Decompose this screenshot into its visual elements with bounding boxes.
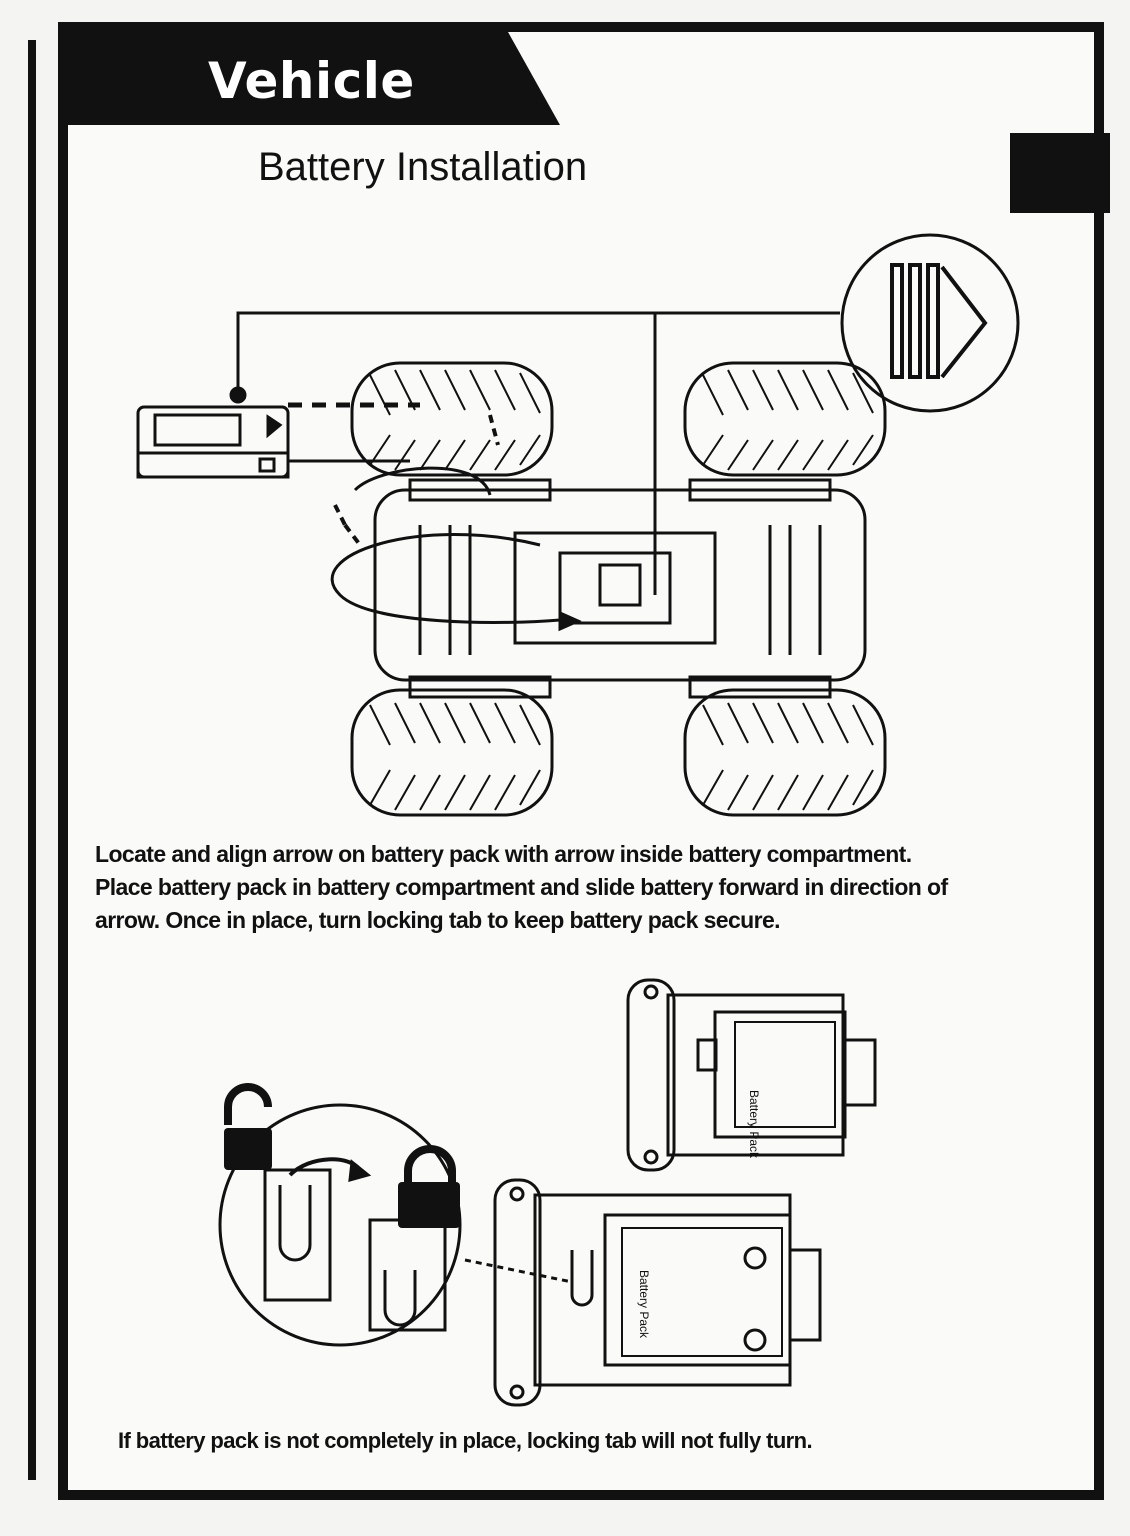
warning-note: If battery pack is not completely in pla… (118, 1428, 813, 1453)
installation-instructions: Locate and align arrow on battery pack w… (95, 838, 995, 937)
battery-pack-label-upper: Battery Pack (747, 1090, 761, 1159)
section-title: Vehicle (208, 52, 415, 110)
instruction-line-3: arrow. Once in place, turn locking tab t… (95, 907, 781, 933)
battery-pack-label-lower: Battery Pack (637, 1270, 651, 1339)
binding-edge (28, 40, 36, 1480)
locked-padlock-icon (398, 1145, 460, 1228)
instruction-line-1: Locate and align arrow on battery pack w… (95, 841, 912, 867)
section-side-tab (1010, 133, 1110, 213)
page-subtitle: Battery Installation (258, 145, 588, 189)
vehicle-underside-illustration (136, 233, 1020, 817)
instruction-line-2: Place battery pack in battery compartmen… (95, 874, 948, 900)
page-margin (0, 0, 30, 1536)
unlocked-padlock-icon (224, 1083, 272, 1170)
section-header-tab (68, 32, 560, 125)
page-bottom-margin (0, 1500, 1130, 1536)
locking-tab-illustration: Battery Pack Battery Pack (218, 978, 877, 1407)
